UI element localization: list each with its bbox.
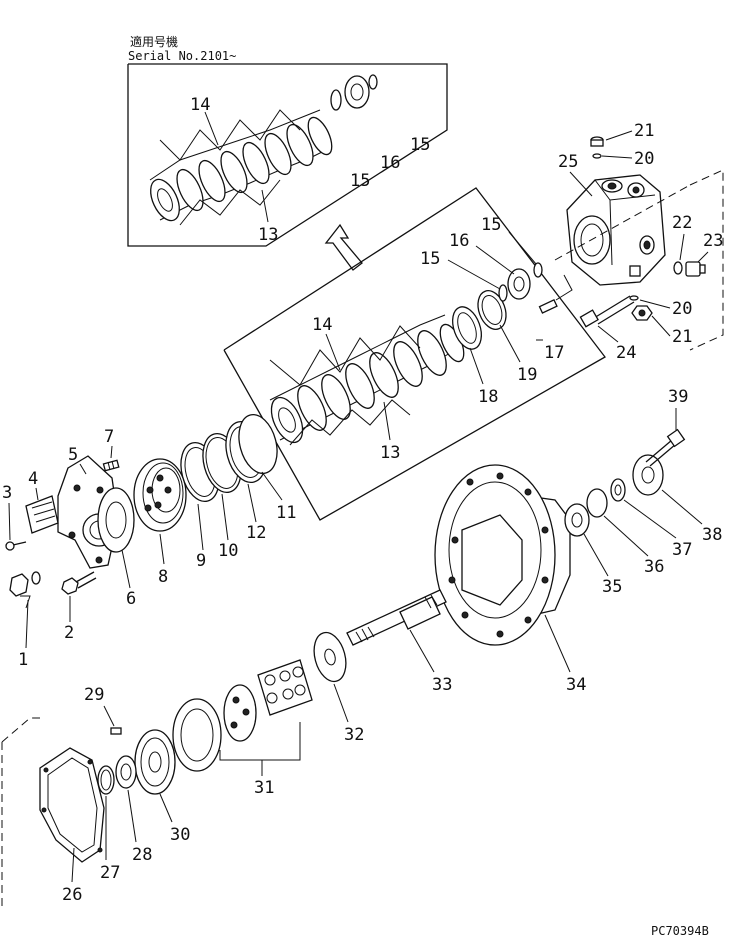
nut-21-lower <box>629 295 653 321</box>
inset-variant-box <box>127 63 448 247</box>
label-13-inset: 13 <box>258 225 278 245</box>
label-30: 30 <box>170 825 190 845</box>
label-21-top: 21 <box>634 121 654 141</box>
label-31: 31 <box>254 778 274 798</box>
valve-plate-30 <box>134 729 176 795</box>
label-15-b: 15 <box>481 215 501 235</box>
variant-arrow <box>324 223 363 271</box>
label-33: 33 <box>432 675 452 695</box>
rings-9-12 <box>180 414 278 502</box>
label-19: 19 <box>517 365 537 385</box>
label-27: 27 <box>100 863 120 883</box>
label-5: 5 <box>68 445 78 465</box>
label-34: 34 <box>566 675 586 695</box>
rings-18-19 <box>452 290 507 350</box>
serial-number-heading: Serial No.2101~ <box>128 49 236 63</box>
label-3: 3 <box>2 483 12 503</box>
label-22: 22 <box>672 213 692 233</box>
bracket-31 <box>219 722 301 761</box>
bolt-24 <box>579 295 635 328</box>
label-35: 35 <box>602 577 622 597</box>
label-28: 28 <box>132 845 152 865</box>
label-16-inset: 16 <box>380 153 400 173</box>
piston-8 <box>133 458 187 532</box>
label-38: 38 <box>702 525 722 545</box>
label-15-inset-b: 15 <box>410 135 430 155</box>
label-8: 8 <box>158 567 168 587</box>
label-25: 25 <box>558 152 578 172</box>
label-20-lower: 20 <box>672 299 692 319</box>
label-6: 6 <box>126 589 136 609</box>
clutch-plate-stack <box>269 314 465 446</box>
label-13: 13 <box>380 443 400 463</box>
right-bracket-dashed <box>689 169 724 351</box>
inset-clutch-plate-stack <box>149 74 378 226</box>
label-14-inset: 14 <box>190 95 210 115</box>
label-26: 26 <box>62 885 82 905</box>
label-21-lower: 21 <box>672 327 692 347</box>
label-2: 2 <box>64 623 74 643</box>
pin-29 <box>110 727 122 735</box>
label-7: 7 <box>104 427 114 447</box>
plug-21-top <box>590 136 604 159</box>
bolt-2 <box>61 571 97 595</box>
drawing-code: PC70394B <box>651 924 709 938</box>
parts-35-38 <box>564 454 664 537</box>
spindle-housing-34 <box>434 464 571 646</box>
label-9: 9 <box>196 551 206 571</box>
label-39: 39 <box>668 387 688 407</box>
bearing-28 <box>115 755 137 789</box>
label-16: 16 <box>449 231 469 251</box>
label-1: 1 <box>18 650 28 670</box>
label-37: 37 <box>672 540 692 560</box>
label-10: 10 <box>218 541 238 561</box>
dowel-pin-17 <box>538 274 573 314</box>
label-36: 36 <box>644 557 664 577</box>
cylinder-block-31 <box>172 659 313 772</box>
ring-27 <box>97 765 115 795</box>
label-18: 18 <box>478 387 498 407</box>
plug-23 <box>673 261 706 277</box>
label-11: 11 <box>276 503 296 523</box>
applicable-model-heading: 適用号機 <box>130 34 178 49</box>
bearing-16 <box>498 262 543 302</box>
gasket-26 <box>39 747 105 863</box>
label-20-top: 20 <box>634 149 654 169</box>
label-15-inset-a: 15 <box>350 171 370 191</box>
label-32: 32 <box>344 725 364 745</box>
label-15-a: 15 <box>420 249 440 269</box>
label-23: 23 <box>703 231 723 251</box>
pin-7 <box>102 459 120 472</box>
screw-3 <box>5 541 27 551</box>
nameplate-4 <box>25 495 59 534</box>
label-12: 12 <box>246 523 266 543</box>
label-14: 14 <box>312 315 332 335</box>
main-clutch-group-box <box>223 187 606 521</box>
label-4: 4 <box>28 469 38 489</box>
housing-25 <box>566 174 666 286</box>
label-29: 29 <box>84 685 104 705</box>
left-bracket-dashed <box>1 717 40 743</box>
label-17: 17 <box>544 343 564 363</box>
plug-1 <box>9 571 41 609</box>
shaft-33 <box>346 589 447 646</box>
gasket-6 <box>97 487 135 553</box>
label-24: 24 <box>616 343 636 363</box>
washer-32 <box>313 631 347 683</box>
bolt-39 <box>645 428 686 467</box>
